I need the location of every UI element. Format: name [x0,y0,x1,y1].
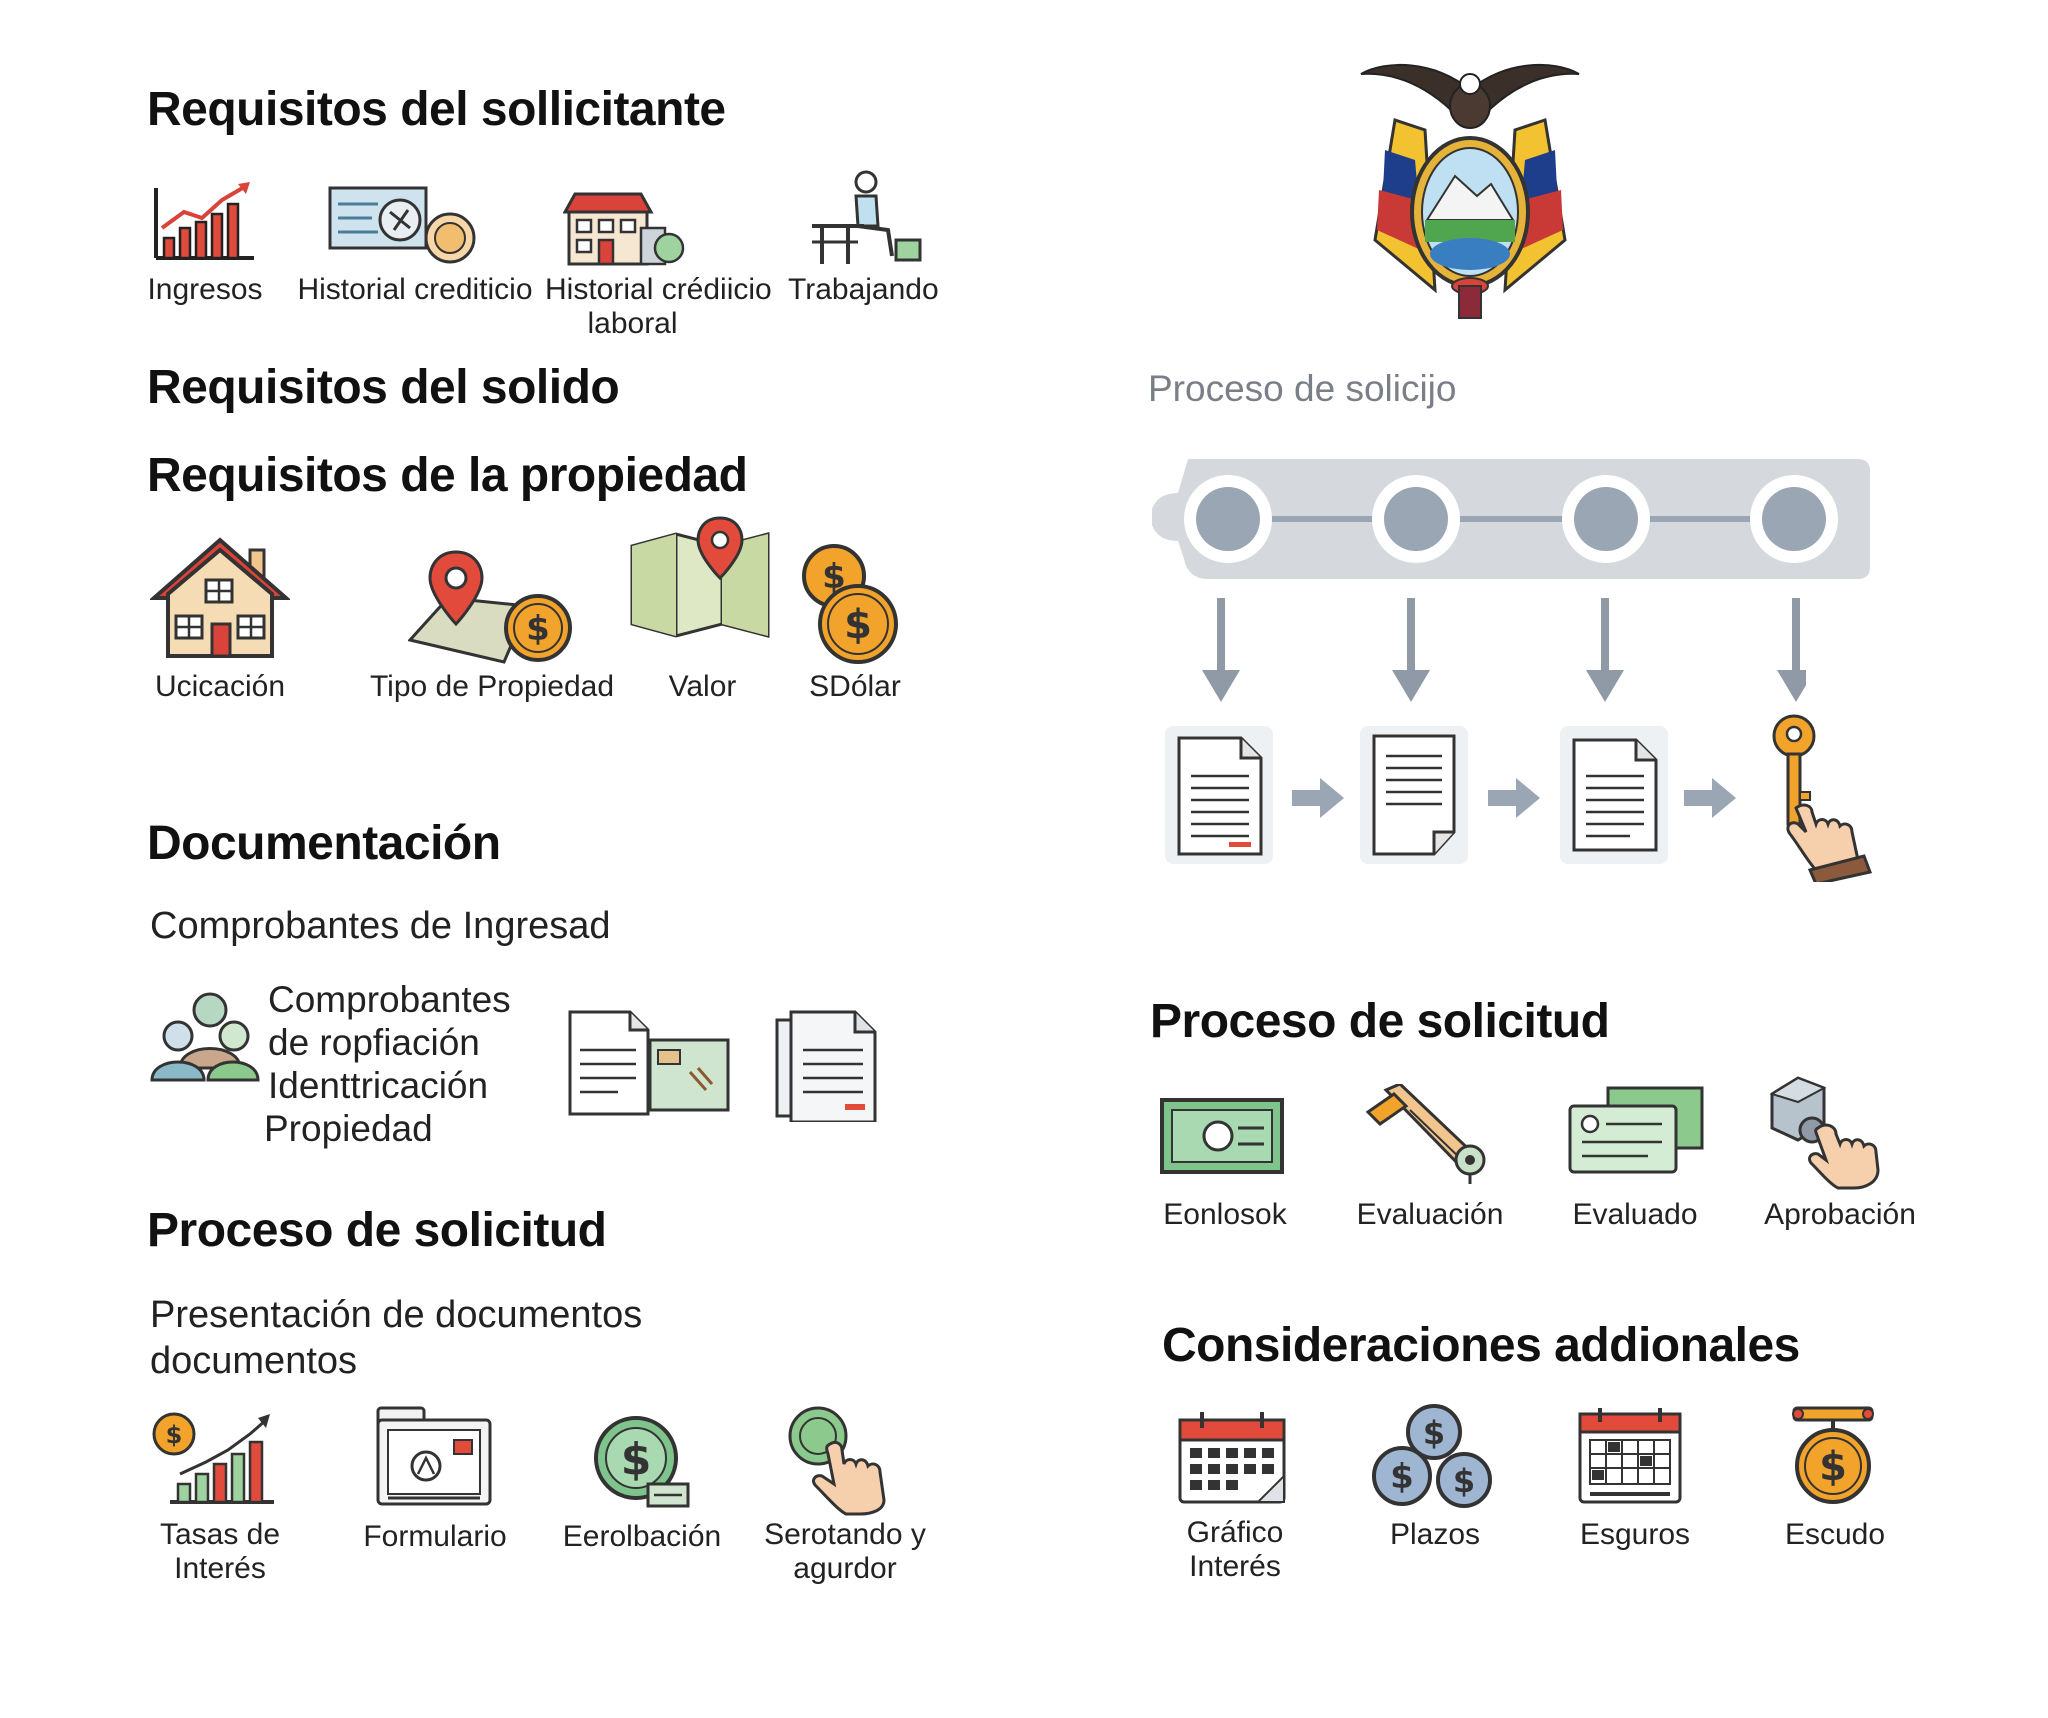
svg-text:$: $ [621,1434,652,1485]
right-application-item-label: Aprobación [1764,1198,1916,1231]
people-icon [150,992,260,1082]
svg-text:$: $ [526,609,550,649]
banknote-icon [1160,1098,1284,1174]
documentation-list-item: Identtricación [268,1065,489,1106]
calendar-icon [1178,1412,1286,1504]
dollar-coins-icon: $ $ $ [1372,1404,1492,1508]
svg-text:$: $ [1819,1444,1847,1490]
document-card-icon [568,1010,730,1116]
coins-icon: $ $ [802,544,898,664]
svg-text:$: $ [1423,1414,1445,1452]
down-arrows [1202,598,1806,702]
applicant-item-label: Ingresos [147,273,263,306]
pen-icon [1366,1084,1486,1184]
svg-text:$: $ [844,602,872,648]
svg-text:$: $ [822,557,846,597]
additional-item-label: Plazos [1389,1518,1481,1551]
hanging-coin-icon: $ [1792,1406,1874,1504]
step-document-2 [1360,726,1468,864]
process-stepper [1152,459,1870,579]
house-icon [150,537,290,658]
credit-history-icon [328,186,476,264]
documentation-list-item: Propiedad [264,1108,433,1149]
svg-text:$: $ [1453,1462,1475,1500]
document-icon [1177,736,1263,856]
arrow-right-icon [1488,778,1540,818]
cards-icon [1568,1086,1704,1174]
documentation-list-item: Comprobantes [268,979,511,1020]
step-document-3 [1560,726,1668,864]
key-hand-icon [1772,714,1873,882]
property-item-label: Tipo de Propiedad [369,670,615,703]
application-subtitle: Presentación de documentos documentos [150,1292,642,1384]
additional-considerations-title: Consideraciones addionales [1162,1319,1800,1372]
step-node-2 [1372,475,1460,563]
property-item-label: Ucicación [154,670,286,703]
interest-chart-icon: $ [152,1412,274,1504]
calendar-grid-icon [1578,1408,1682,1504]
dollar-coin-icon: $ [594,1416,690,1508]
step-node-4 [1750,475,1838,563]
documentation-title: Documentación [147,817,501,870]
map-pin-coin-icon: $ [408,550,572,664]
application-subtitle-line: Presentación de documentos [150,1294,643,1336]
svg-text:$: $ [1390,1457,1414,1497]
documentation-list-item: de ropfiación [268,1022,480,1063]
application-item-label: Eerolbación [562,1520,722,1553]
step-document-1 [1165,726,1273,864]
applicant-requirements-title: Requisitos del sollicitante [147,83,726,136]
applicant-item-label: Trabajando [788,273,939,306]
application-item-label: Formulario [363,1520,507,1553]
income-chart-icon [154,182,254,260]
map-icon [630,516,770,638]
documents-stack-icon [775,1010,877,1122]
form-icon [376,1406,492,1506]
solid-requirements-title: Requisitos del solido [147,361,620,414]
step-node-1 [1184,475,1272,563]
hand-stamp-icon [1769,1076,1880,1190]
document-icon [1572,738,1658,852]
worker-icon [812,170,922,264]
svg-text:$: $ [166,1421,183,1449]
applicant-item-label: Historial crediticio [297,273,533,306]
right-application-item-label: Evaluación [1356,1198,1504,1231]
additional-item-label: Escudo [1784,1518,1886,1551]
document-icon [1372,734,1456,856]
additional-item-label: Esguros [1579,1518,1691,1551]
step-node-3 [1562,475,1650,563]
documentation-subtitle: Comprobantes de Ingresad [150,905,611,947]
property-requirements-title: Requisitos de la propiedad [147,449,748,502]
right-application-item-label: Evaluado [1572,1198,1698,1231]
right-application-item-label: Eonlosok [1163,1198,1287,1231]
documentation-list: Comprobantes de ropfiación Identtricació… [264,978,511,1150]
application-process-title-right: Proceso de solicitud [1150,995,1610,1048]
property-item-label: Valor [668,670,737,703]
property-item-label: SDólar [809,670,901,703]
arrow-right-icon [1684,778,1736,818]
employment-building-icon [563,192,685,266]
process-diagram-title: Proceso de solicijo [1148,368,1457,409]
application-process-title-left: Proceso de solicitud [147,1204,607,1257]
coat-of-arms-icon [1360,63,1580,319]
arrow-right-icon [1292,778,1344,818]
application-subtitle-line: documentos [150,1340,358,1382]
hand-coin-icon [788,1406,886,1516]
